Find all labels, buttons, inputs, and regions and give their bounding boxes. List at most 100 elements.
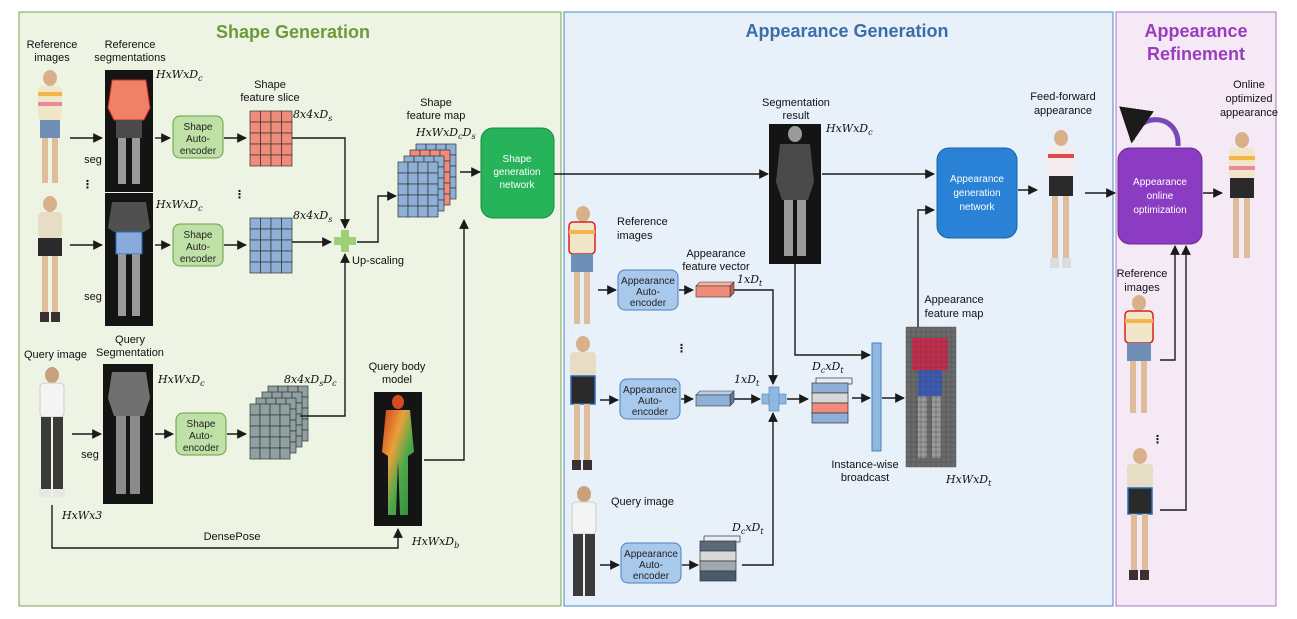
query-feat-dim: 8x4xDsDc <box>284 373 337 388</box>
seg-label-1: seg <box>84 154 102 166</box>
instance-broadcast-label-1: Instance-wise <box>831 459 898 471</box>
segmentation-result-label-1: Segmentation <box>762 97 830 109</box>
shape-autoencoder-query <box>175 412 227 456</box>
feat-map-dim: HxWxDt <box>945 473 992 488</box>
feed-forward-label-1: Feed-forward <box>1030 91 1095 103</box>
refine-ref-images-label-2: images <box>1124 282 1160 294</box>
app-query-image-label: Query image <box>611 496 674 508</box>
refine-network-text-1: Appearance <box>1133 177 1187 188</box>
refine-ref-images-label-1: Reference <box>1117 268 1168 280</box>
online-optimized-label-1: Online <box>1233 79 1265 91</box>
body-dim: HxWxDb <box>411 535 459 550</box>
shape-autoencoder-2 <box>172 223 224 267</box>
appearance-vector-blue <box>695 390 735 407</box>
dots-refine: ⋮ <box>1152 434 1163 446</box>
app-ae3-text-2: Auto- <box>639 560 663 571</box>
query-segmentation-label-1: Query <box>115 334 145 346</box>
arrow-qstack-to-plus <box>742 412 778 566</box>
arrow-vec1-to-plus <box>734 289 778 385</box>
query-shape-feature-stack <box>249 385 309 460</box>
app-ae3-text-1: Appearance <box>624 549 678 560</box>
arrow-body-to-network <box>424 219 469 461</box>
online-optimized-label-2: optimized <box>1225 93 1272 105</box>
app-ae2-text-1: Appearance <box>623 385 677 396</box>
appearance-vector-stack <box>811 377 853 424</box>
appearance-feature-vector-label-2: feature vector <box>682 261 750 273</box>
appearance-generation-title: Appearance Generation <box>745 21 948 41</box>
shape-feature-slice-label-1: Shape <box>254 79 286 91</box>
app-ref-images-label-1: Reference <box>617 216 668 228</box>
query-image-person <box>39 367 65 497</box>
appearance-autoencoder-1 <box>617 269 679 311</box>
seg2-dim: HxWxDc <box>155 198 203 213</box>
slice-dim-2: 8x4xDs <box>293 209 332 224</box>
reference-image-person-1 <box>38 70 62 183</box>
reference-image-person-2 <box>38 196 62 322</box>
vec-dim-1: 1xDt <box>737 273 763 288</box>
densepose-label: DensePose <box>204 531 261 543</box>
app-ae2-text-3: encoder <box>632 407 669 418</box>
shape-network-text-1: Shape <box>503 154 532 165</box>
shape-ref-images-label-1: Reference <box>27 39 78 51</box>
appearance-feature-vector-label-1: Appearance <box>686 248 745 260</box>
shape-autoencoder-1 <box>172 115 224 159</box>
query-segmentation-label-2: Segmentation <box>96 347 164 359</box>
instance-broadcast-label-2: broadcast <box>841 472 889 484</box>
appearance-autoencoder-query <box>620 542 682 584</box>
app-ae1-text-3: encoder <box>630 298 667 309</box>
arrow-featmap-to-appnet <box>917 205 935 327</box>
shape-generation-network <box>480 127 555 219</box>
dots-app-1: ⋮ <box>676 343 687 355</box>
appearance-generation-network <box>936 147 1018 239</box>
hxwx3-label: HxWx3 <box>61 509 102 522</box>
arrow-densepose <box>51 505 403 549</box>
instance-broadcast-bar <box>871 342 882 452</box>
query-body-model-label-1: Query body <box>369 361 426 373</box>
shape-feature-map-dim: HxWxDcDs <box>415 126 476 141</box>
shape-network-text-2: generation <box>493 167 540 178</box>
app-ae1-text-2: Auto- <box>636 287 660 298</box>
appearance-vector-red <box>695 281 735 298</box>
app-reference-person-1 <box>568 206 596 324</box>
reference-segmentation-1 <box>105 70 153 192</box>
shape-ae2-text-1: Shape <box>184 230 213 241</box>
refine-reference-person-1 <box>1124 295 1154 413</box>
ref-segmentations-label-1: Reference <box>105 39 156 51</box>
shape-ae1-text-2: Auto- <box>186 134 210 145</box>
shape-feature-map-label-2: feature map <box>407 110 466 122</box>
refine-network-text-2: online <box>1147 191 1174 202</box>
shape-generation-title: Shape Generation <box>216 22 370 42</box>
feed-forward-label-2: appearance <box>1034 105 1092 117</box>
appearance-plus <box>761 386 787 412</box>
appearance-online-optimization <box>1117 147 1203 245</box>
dots-shape-1: ⋮ <box>82 179 93 191</box>
arrow-refref2-to-refine <box>1160 245 1191 511</box>
shape-feature-slice-label-2: feature slice <box>240 92 299 104</box>
shape-feature-map-label-1: Shape <box>420 97 452 109</box>
query-body-model-label-2: model <box>382 374 412 386</box>
arrow-refref1-to-refine <box>1160 245 1180 361</box>
query-stack-dim: DcxDt <box>731 521 764 536</box>
refine-reference-person-2 <box>1127 448 1153 580</box>
slice-dim-1: 8x4xDs <box>293 108 332 123</box>
seg-label-2: seg <box>84 291 102 303</box>
app-ref-images-label-2: images <box>617 230 653 242</box>
query-body-model-image <box>374 392 422 526</box>
query-appearance-stack <box>699 535 741 582</box>
query-seg-dim: HxWxDc <box>157 373 205 388</box>
shape-feature-slice-grid-red <box>249 110 293 167</box>
shape-ae3-text-2: Auto- <box>189 431 213 442</box>
app-ae1-text-1: Appearance <box>621 276 675 287</box>
ref-segmentations-label-2: segmentations <box>94 52 166 64</box>
segmentation-result-image <box>769 124 821 264</box>
appearance-refinement-title-1: Appearance <box>1144 21 1247 41</box>
arrow-slice1-to-plus <box>292 137 350 229</box>
shape-network-text-3: network <box>499 180 535 191</box>
stack-dim: DcxDt <box>811 360 844 375</box>
appearance-refinement-title-2: Refinement <box>1147 44 1245 64</box>
arrow-segresult-to-broadcast <box>794 264 871 360</box>
app-network-text-3: network <box>959 202 995 213</box>
app-ae2-text-2: Auto- <box>638 396 662 407</box>
seg1-dim: HxWxDc <box>155 68 203 83</box>
